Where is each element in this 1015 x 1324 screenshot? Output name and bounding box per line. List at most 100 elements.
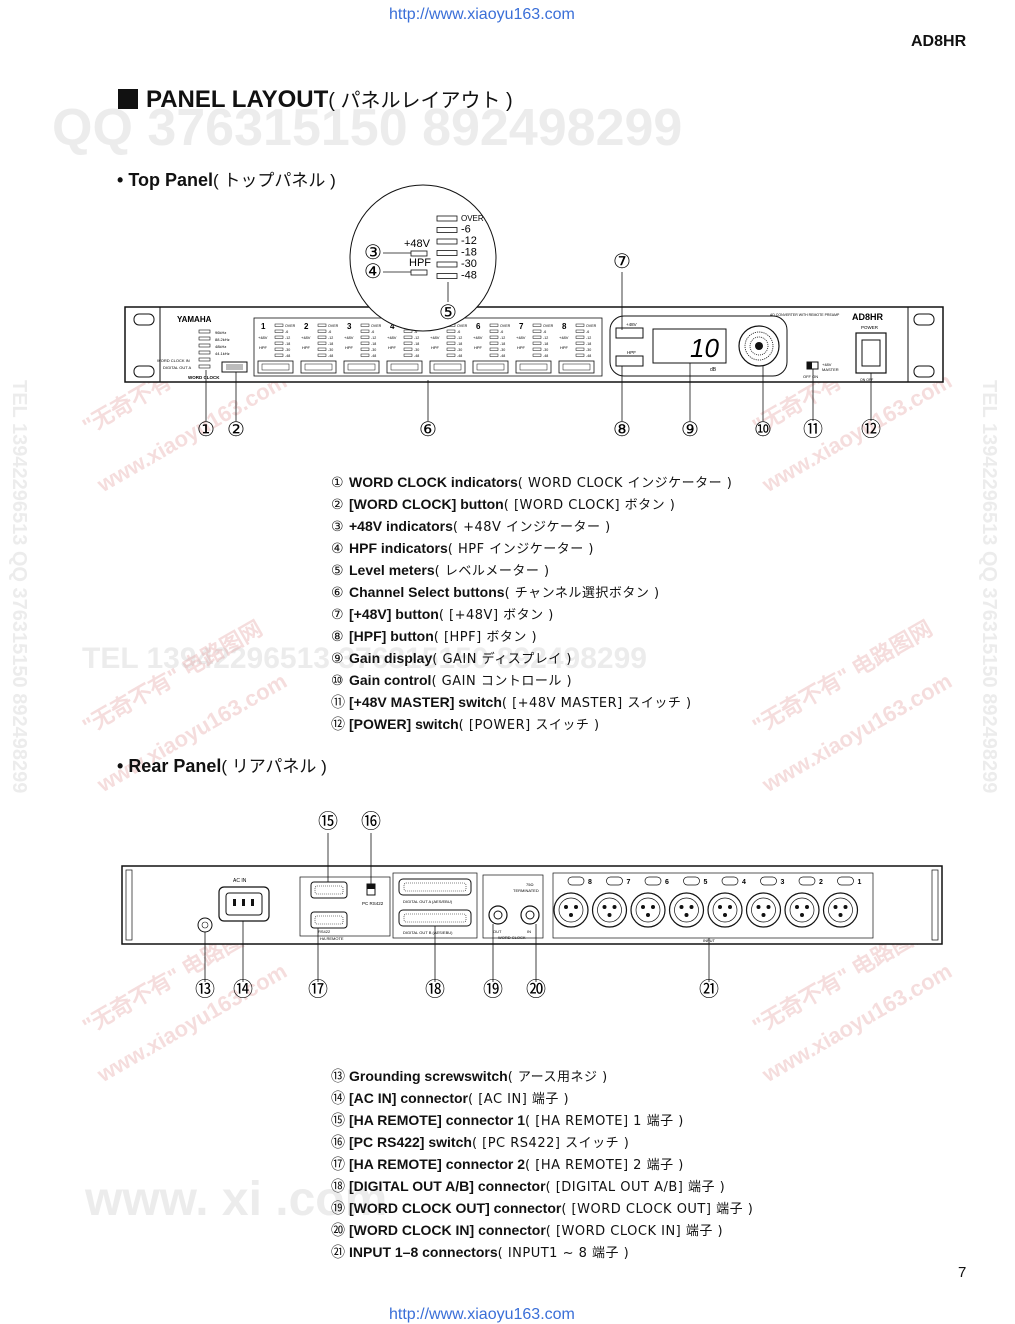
legend-number: ① <box>331 474 344 490</box>
legend-number: ⑯ <box>331 1134 345 1150</box>
level-meter-segment <box>436 250 458 256</box>
svg-text:HA REMOTE: HA REMOTE <box>320 936 344 941</box>
callout-number: ⑫ <box>861 418 881 441</box>
legend-jp: ( [+48V] ボタン ) <box>438 608 554 623</box>
svg-text:PC RS422: PC RS422 <box>362 901 384 906</box>
svg-text:TERMINATED: TERMINATED <box>513 888 539 893</box>
svg-text:-30: -30 <box>328 348 333 352</box>
xlr-input-connector[interactable]: 1 <box>822 876 862 928</box>
level-meter-segment <box>446 353 456 357</box>
svg-text:-6: -6 <box>461 224 471 236</box>
svg-text:OVER: OVER <box>461 214 484 223</box>
svg-text:-18: -18 <box>500 342 505 346</box>
callout-number: ⑳ <box>526 978 546 1001</box>
legend-number: ⑱ <box>331 1178 345 1194</box>
legend-number: ⑮ <box>331 1112 345 1128</box>
svg-text:-18: -18 <box>328 342 333 346</box>
page-number: 7 <box>958 1264 967 1281</box>
level-meter-segment <box>403 335 413 339</box>
legend-name: [POWER] switch <box>349 716 459 732</box>
xlr-input-connector[interactable]: 3 <box>745 876 785 928</box>
legend-jp: ( アース用ネジ ) <box>507 1070 608 1085</box>
legend-name: [WORD CLOCK] button <box>349 496 504 512</box>
svg-text:+48V: +48V <box>344 335 354 340</box>
callout-number: ⑰ <box>308 978 328 1001</box>
legend-name: HPF indicators <box>349 540 448 556</box>
level-meter-segment <box>532 323 542 327</box>
svg-text:OVER: OVER <box>586 324 597 328</box>
svg-text:-30: -30 <box>500 348 505 352</box>
level-meter-segment <box>317 323 327 327</box>
legend-jp: ( GAIN コントロール ) <box>431 674 573 689</box>
legend-number: ⑥ <box>331 584 344 600</box>
svg-text:OVER: OVER <box>543 324 554 328</box>
legend-number: ⑧ <box>331 628 344 644</box>
brand-text: YAMAHA <box>177 315 212 324</box>
svg-text:44.1kHz: 44.1kHz <box>215 351 230 356</box>
level-meter-segment <box>446 347 456 351</box>
legend-number: ⑩ <box>331 672 344 688</box>
svg-text:OVER: OVER <box>457 324 468 328</box>
svg-text:DIGITAL OUT A (AES/EBU): DIGITAL OUT A (AES/EBU) <box>403 899 453 904</box>
channel-number: 6 <box>476 322 481 331</box>
xlr-input-connector[interactable]: 6 <box>630 876 669 928</box>
front-panel: YAMAHA 96kHz 88.2kHz 48kHz 44.1kHz WORD … <box>124 306 944 383</box>
level-meter-segment <box>274 347 284 351</box>
top-url-link[interactable]: http://www.xiaoyu163.com <box>389 6 575 23</box>
bottom-url-link[interactable]: http://www.xiaoyu163.com <box>389 1306 575 1323</box>
grounding-screw[interactable] <box>197 917 213 933</box>
input-number: 6 <box>665 879 669 886</box>
top-panel-heading: • Top Panel( トップパネル ) <box>117 166 336 191</box>
word-clock-in-connector[interactable] <box>520 905 540 925</box>
xlr-input-connector[interactable]: 7 <box>591 876 631 928</box>
svg-text:-48: -48 <box>371 354 376 358</box>
xlr-input-connector[interactable]: 8 <box>553 876 592 928</box>
channel-strips: 1+48VHPFOVER-6-12-18-30-482+48VHPFOVER-6… <box>257 322 597 374</box>
legend-jp: ( [PC RS422] スイッチ ) <box>471 1136 630 1151</box>
legend-name: [HA REMOTE] connector 1 <box>349 1112 526 1128</box>
xlr-input-connector[interactable]: 4 <box>707 876 746 928</box>
svg-text:+48V: +48V <box>387 335 397 340</box>
input-number: 5 <box>704 879 708 886</box>
svg-text:OUT: OUT <box>493 929 502 934</box>
level-meter-segment <box>446 341 456 345</box>
callout-number: ⑧ <box>613 419 631 441</box>
gain-display-value: 10 <box>690 333 719 363</box>
svg-text:-48: -48 <box>461 270 477 282</box>
word-clock-out-connector[interactable] <box>488 905 508 925</box>
callout-number: ⑭ <box>233 978 253 1001</box>
legend-jp: ( +48V インジケーター ) <box>452 520 611 535</box>
level-meter-segment <box>436 215 458 222</box>
level-meter-segment <box>575 335 585 339</box>
callout-number: ⑪ <box>803 418 823 441</box>
legend-name: WORD CLOCK indicators <box>349 474 518 490</box>
svg-text:-6: -6 <box>543 330 546 334</box>
svg-text:+48V: +48V <box>516 335 526 340</box>
svg-text:+48V: +48V <box>626 322 637 327</box>
48v-button[interactable] <box>615 327 644 339</box>
callout-number: ⑲ <box>483 978 503 1001</box>
gain-control-knob[interactable] <box>738 325 780 367</box>
callout-number: ④ <box>364 261 382 283</box>
rear-panel: AC IN PC RS422 RS422 HA REMOTE DIGITAL O… <box>121 865 943 945</box>
xlr-input-connector[interactable]: 2 <box>784 876 823 928</box>
legend-jp: ( INPUT1 ~ 8 端子 ) <box>497 1246 630 1261</box>
level-meter-segment <box>436 227 458 233</box>
svg-text:88.2kHz: 88.2kHz <box>215 337 230 342</box>
hpf-button[interactable] <box>615 355 644 367</box>
svg-text:-6: -6 <box>414 330 417 334</box>
svg-text:-6: -6 <box>500 330 503 334</box>
svg-text:96kHz: 96kHz <box>215 330 226 335</box>
legend-name: [+48V MASTER] switch <box>349 694 502 710</box>
level-meter-segment <box>446 329 456 333</box>
legend-number: ⑦ <box>331 606 344 622</box>
level-meter-segment <box>489 341 499 345</box>
svg-text:+48V: +48V <box>430 335 440 340</box>
xlr-input-connector[interactable]: 5 <box>668 876 708 928</box>
bullet-icon: • <box>117 756 129 776</box>
input-number: 3 <box>781 879 785 886</box>
svg-text:-30: -30 <box>414 348 419 352</box>
svg-text:HPF: HPF <box>388 345 397 350</box>
